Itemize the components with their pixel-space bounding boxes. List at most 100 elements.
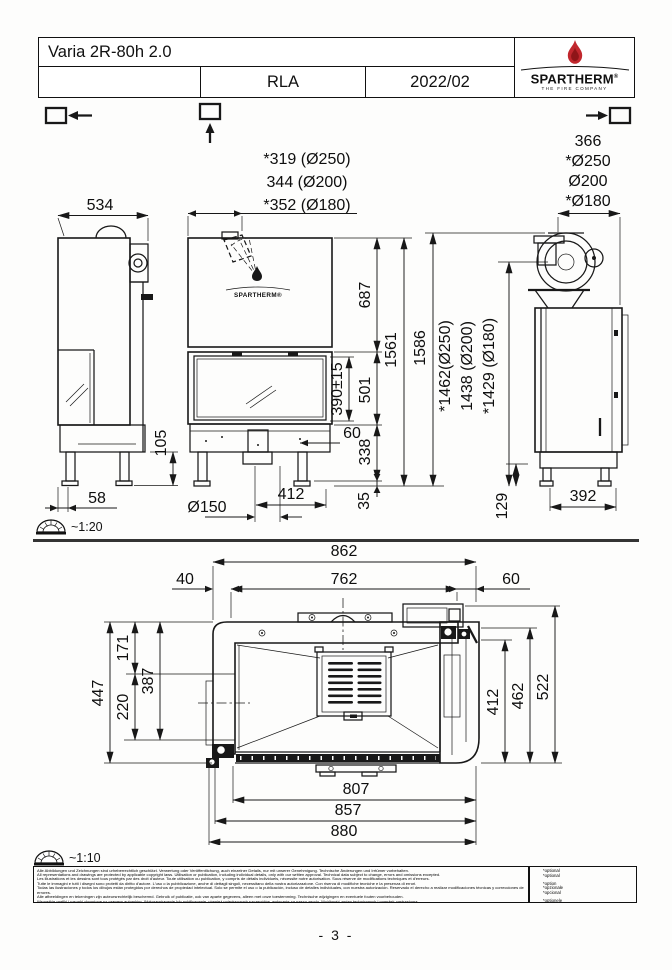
dim-392: 392 [570, 488, 597, 505]
legal-line-it: Tutte le immagini e tutti i disegni sono… [37, 880, 417, 886]
dim-534: 534 [87, 197, 114, 214]
dim-60-recess: 60 [343, 425, 361, 442]
title-block-main: Varia 2R-80h 2.0 RLA 2022/02 [39, 38, 514, 97]
flame-icon [567, 40, 582, 64]
dim-129: 129 [494, 493, 511, 520]
brand-logo: SPARTHERM® THE FIRE COMPANY [514, 38, 634, 97]
legal-line-fr: Les illustrations et les dessins sont to… [37, 876, 430, 882]
section-divider [33, 539, 639, 542]
dim-105: 105 [153, 430, 170, 457]
scale-label-1-10: ~1:10 [69, 850, 101, 865]
legal-line-es: Todas las ilustraciones y todos los dibu… [37, 885, 524, 895]
flue-diameter-dimensions: 366 *Ø250 Ø200 *Ø180 [557, 133, 621, 305]
dim-d200: Ø200 [568, 173, 607, 190]
right-side-view-drawing: 392 [528, 232, 629, 511]
brand-text: SPARTHERM [530, 71, 614, 87]
plan-view-drawing: 862 40 762 60 [90, 545, 562, 845]
orthographic-views-drawing: *319 (Ø250) 344 (Ø200) *352 (Ø180) 366 *… [44, 102, 632, 522]
registered-mark: ® [613, 74, 619, 80]
dim-862: 862 [331, 545, 358, 560]
dim-762: 762 [331, 571, 358, 588]
front-view-drawing: SPARTHERM® Ø150 [187, 231, 333, 522]
dim-338: 338 [357, 439, 374, 466]
dim-501: 501 [357, 377, 374, 404]
plan-right-dimensions: 412 462 522 [465, 605, 562, 764]
legal-notice-block: Alle Abbildungen und Zeichnungen sind ur… [33, 866, 529, 903]
dim-522: 522 [535, 674, 552, 701]
brand-tagline: THE FIRE COMPANY [541, 86, 608, 92]
plan-top-dimensions: 862 40 762 60 [172, 545, 530, 620]
dim-glass-height: 390±15 [329, 362, 346, 415]
logo-flame-icon [252, 266, 262, 281]
dim-60: 60 [502, 571, 520, 588]
optional-label: *opcional [543, 889, 561, 895]
grille-slats [328, 662, 382, 704]
arrow-right-icon [598, 111, 608, 120]
dim-flue-height-250: *1462(Ø250) [437, 320, 454, 412]
front-view-dimensions: 390±15 687 501 338 60 35 1561 1586 [300, 232, 545, 510]
dim-387: 387 [140, 668, 157, 695]
dim-366: 366 [575, 133, 602, 150]
title-block: Varia 2R-80h 2.0 RLA 2022/02 SPARTHERM® … [38, 37, 635, 98]
dim-d180: *Ø180 [565, 193, 610, 210]
dim-220: 220 [115, 694, 132, 721]
dim-flue-height-180: *1429 (Ø180) [481, 318, 498, 414]
dim-floor-duct: Ø150 [187, 499, 226, 516]
dim-1561: 1561 [383, 332, 400, 368]
flue-offset-dimensions: *319 (Ø250) 344 (Ø200) *352 (Ø180) [187, 151, 357, 236]
scale-label-1-20: ~1:20 [71, 519, 103, 534]
dim-171: 171 [115, 635, 132, 662]
dim-40: 40 [176, 571, 194, 588]
plan-left-dimensions: 447 171 220 387 [90, 621, 235, 764]
title-block-row2: RLA 2022/02 [39, 67, 514, 97]
side-view-drawing: 534 [45, 197, 178, 512]
dim-35: 35 [356, 492, 373, 510]
logo-swoosh [520, 66, 629, 71]
model-name: Varia 2R-80h 2.0 [39, 38, 514, 67]
arrow-left-icon [68, 111, 78, 120]
protractor-icon [36, 519, 66, 535]
scale-marker-1-20: ~1:20 [36, 518, 103, 535]
legal-line-pl: Wszystkie grafiki i rysunki chronione są… [37, 898, 419, 903]
legal-line-de: Alle Abbildungen und Zeichnungen sind ur… [37, 867, 409, 873]
view-direction-symbols [44, 102, 632, 143]
dim-58: 58 [88, 490, 106, 507]
dim-462: 462 [510, 683, 527, 710]
dim-857: 857 [335, 802, 362, 819]
dim-flue-offset-250: *319 (Ø250) [263, 151, 350, 168]
approval-code: RLA [201, 67, 366, 97]
plan-body-drawing [198, 598, 480, 777]
optional-legend-block: *optional *optional *option *opzionale *… [529, 866, 637, 903]
optional-label: *optional [543, 868, 560, 873]
dim-447: 447 [90, 680, 107, 707]
optional-label: *opzionale [543, 885, 564, 890]
firebox-logo-text: SPARTHERM® [234, 291, 282, 299]
dim-1586: 1586 [412, 330, 429, 366]
revision-date: 2022/02 [410, 72, 470, 91]
legal-line-en: All representations and drawings are pro… [37, 871, 441, 877]
optional-label: *optional [543, 872, 560, 878]
view-symbol-right [608, 106, 632, 125]
dim-flue-offset-200: 344 (Ø200) [267, 174, 348, 191]
legal-line-nl: Alle afbeeldingen en tekeningen zijn aut… [37, 894, 404, 900]
dim-flue-height-200: 1438 (Ø200) [459, 321, 476, 411]
dim-412-plan: 412 [485, 689, 502, 716]
flue-height-dimensions: *1462(Ø250) 1438 (Ø200) *1429 (Ø180) 129 [437, 261, 548, 520]
optional-label: *option [543, 880, 557, 886]
scale-marker-1-10: ~1:10 [34, 849, 101, 866]
view-symbol-left [44, 106, 68, 125]
dim-d250: *Ø250 [565, 153, 610, 170]
dim-flue-offset-180: *352 (Ø180) [263, 197, 350, 214]
dim-412-front: 412 [278, 486, 305, 503]
view-symbol-top [198, 102, 222, 121]
dim-807: 807 [343, 781, 370, 798]
optional-label: *optionele [543, 897, 563, 903]
page-number: - 3 - [318, 927, 354, 943]
plan-bottom-dimensions: 807 857 880 [208, 766, 477, 845]
dim-687: 687 [357, 282, 374, 309]
dim-880: 880 [331, 823, 358, 840]
arrow-up-icon [205, 123, 215, 133]
brand-wordmark: SPARTHERM® [531, 71, 619, 85]
title-block-empty-cell [39, 67, 201, 97]
